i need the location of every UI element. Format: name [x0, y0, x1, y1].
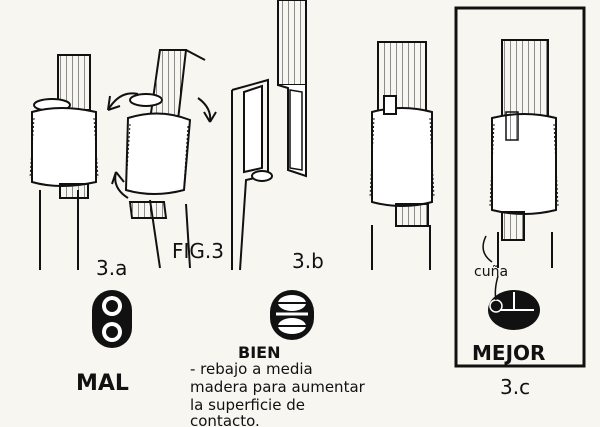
label-3c: 3.c	[500, 375, 530, 399]
label-mejor: MEJOR	[472, 341, 545, 365]
label-bien: BIEN	[238, 343, 280, 362]
label-mal: MAL	[76, 371, 129, 396]
rotate-arrow-icon	[197, 97, 212, 123]
note-line-4: contacto.	[190, 412, 260, 427]
section-mal	[92, 290, 132, 348]
panel-3c	[454, 6, 586, 368]
panel-3b-assembled	[369, 41, 435, 270]
note-line-2: madera para aumentar	[190, 378, 366, 396]
rotate-arrow-icon	[107, 92, 139, 111]
note-line-3: la superficie de	[190, 396, 305, 414]
label-3b: 3.b	[292, 249, 324, 273]
panel-3a	[29, 54, 99, 270]
note-line-1: - rebajo a media	[190, 360, 313, 378]
label-cuna: cuña	[474, 264, 508, 280]
label-3a: 3.a	[96, 256, 127, 280]
panel-3a-tilted	[107, 49, 217, 269]
section-bien	[270, 290, 314, 340]
figure-label: FIG.3	[172, 239, 224, 263]
panel-3b	[231, 0, 307, 271]
